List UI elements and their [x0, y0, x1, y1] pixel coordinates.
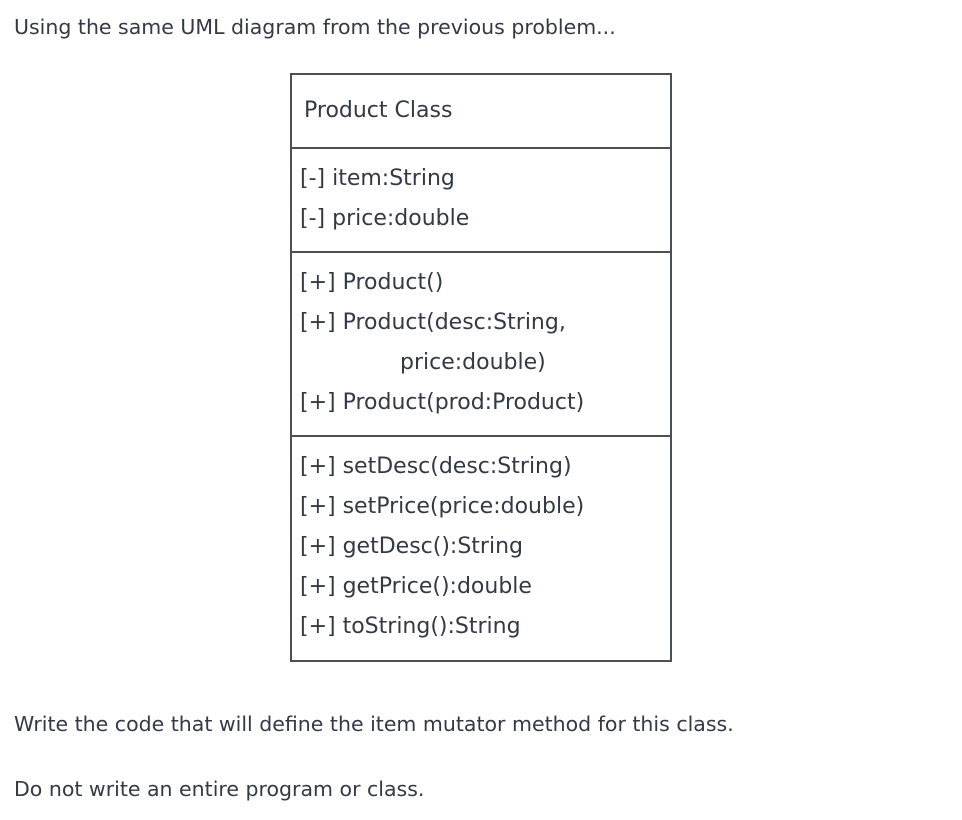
uml-attribute-row: [-] item:String	[300, 166, 455, 191]
uml-attributes-section: [-] item:String [-] price:double	[292, 149, 670, 253]
uml-class-diagram: Product Class [-] item:String [-] price:…	[290, 73, 672, 662]
uml-constructor-row: [+] Product()	[300, 270, 444, 295]
uml-attribute-row: [-] price:double	[300, 206, 470, 231]
intro-text: Using the same UML diagram from the prev…	[14, 15, 616, 39]
uml-method-row: [+] setPrice(price:double)	[300, 494, 585, 519]
uml-class-name-section: Product Class	[292, 75, 670, 149]
uml-constructor-row-continuation: price:double)	[400, 350, 546, 375]
uml-class-name: Product Class	[304, 98, 453, 123]
uml-method-row: [+] toString():String	[300, 614, 521, 639]
uml-method-row: [+] getPrice():double	[300, 574, 532, 599]
question-line-1: Write the code that will define the item…	[14, 712, 734, 736]
question-line-2: Do not write an entire program or class.	[14, 777, 425, 801]
uml-method-row: [+] setDesc(desc:String)	[300, 454, 572, 479]
uml-constructor-row: [+] Product(desc:String,	[300, 310, 566, 335]
uml-methods-section: [+] setDesc(desc:String) [+] setPrice(pr…	[292, 437, 670, 660]
uml-constructors-section: [+] Product() [+] Product(desc:String, p…	[292, 253, 670, 437]
uml-method-row: [+] getDesc():String	[300, 534, 523, 559]
uml-constructor-row: [+] Product(prod:Product)	[300, 390, 585, 415]
